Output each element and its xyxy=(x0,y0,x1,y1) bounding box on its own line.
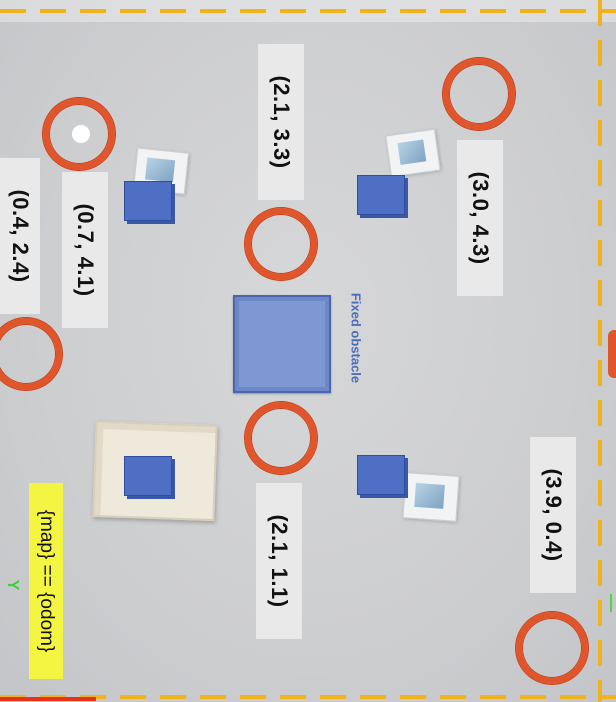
waypoint-label-text: (3.0, 4.3) xyxy=(468,171,493,265)
waypoint-label-2-1-3-3: (2.1, 3.3) xyxy=(258,44,304,200)
waypoint-ring-2-1-3-3 xyxy=(245,208,317,280)
marker-box xyxy=(402,472,460,522)
blue-cube xyxy=(357,175,405,215)
blue-cube xyxy=(124,181,172,221)
waypoint-label-0-4-2-4: (0.4, 2.4) xyxy=(0,158,40,314)
waypoint-label-0-7-4-1: (0.7, 4.1) xyxy=(62,172,108,328)
waypoint-label-text: (2.1, 1.1) xyxy=(267,514,292,608)
waypoint-ring-0-4-2-4 xyxy=(0,318,62,390)
waypoint-label-2-1-1-1: (2.1, 1.1) xyxy=(256,483,302,639)
waypoint-ring-3-0-4-3 xyxy=(443,58,515,130)
waypoint-label-text: (0.4, 2.4) xyxy=(8,189,33,283)
waypoint-label-text: (0.7, 4.1) xyxy=(73,203,98,297)
waypoint-ring-2-1-1-1 xyxy=(245,402,317,474)
fixed-obstacle-label: Fixed obstacle xyxy=(344,282,368,394)
fixed-obstacle-label-text: Fixed obstacle xyxy=(348,292,364,384)
waypoint-ring-3-9-0-4 xyxy=(516,612,588,684)
edge-ring-fragment xyxy=(608,330,616,378)
y-axis-label: Y xyxy=(2,575,22,595)
arena-border-bottom xyxy=(0,695,616,699)
arena-border-right xyxy=(598,0,602,702)
robot-marker xyxy=(72,125,90,143)
arena-border-top xyxy=(0,9,616,13)
green-axis-tick xyxy=(610,594,612,612)
waypoint-label-3-9-0-4: (3.9, 0.4) xyxy=(530,437,576,593)
waypoint-label-3-0-4-3: (3.0, 4.3) xyxy=(457,140,503,296)
blue-cube xyxy=(357,455,405,495)
waypoint-label-text: (2.1, 3.3) xyxy=(269,75,294,169)
waypoint-label-text: (3.9, 0.4) xyxy=(541,468,566,562)
y-axis-label-text: Y xyxy=(4,579,21,591)
fixed-obstacle xyxy=(233,295,331,393)
marker-box xyxy=(385,128,441,178)
waypoint-ring-0-7-4-1 xyxy=(43,98,115,170)
blue-cube xyxy=(124,456,172,496)
frame-tag-text: {map} == {odom} xyxy=(36,509,57,653)
frame-tag: {map} == {odom} xyxy=(29,483,63,679)
x-axis-arrow xyxy=(0,697,96,701)
